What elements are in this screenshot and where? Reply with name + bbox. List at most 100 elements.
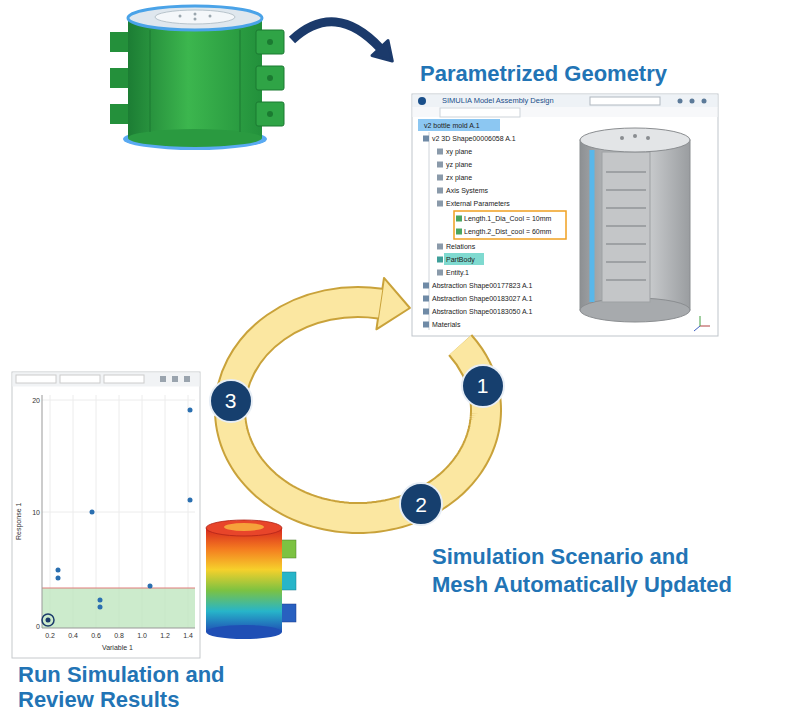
chart-dropdown — [16, 375, 56, 383]
model-top — [580, 128, 690, 152]
result-clamp — [280, 604, 296, 622]
model-ribs — [606, 172, 646, 280]
tree-item: xy plane — [446, 147, 472, 156]
simulation-result-model — [206, 520, 296, 639]
tick-label: 20 — [26, 396, 40, 405]
cycle-band-fill — [433, 399, 486, 497]
tree-item: External Parameters — [446, 199, 510, 208]
tree-item: Abstraction Shape00183050 A.1 — [432, 307, 532, 316]
tree-icon — [423, 296, 429, 302]
screenshot-frame — [412, 94, 718, 336]
tick-label: 1.0 — [132, 631, 152, 640]
tree-item: zx plane — [446, 173, 472, 182]
cycle-band-fill — [230, 302, 380, 410]
model-body — [580, 140, 690, 310]
mold-hole — [209, 15, 212, 18]
mold-top — [128, 6, 262, 30]
toolbar-icon — [678, 99, 683, 104]
tree-item: PartBody — [446, 255, 475, 264]
step-number: 3 — [225, 390, 237, 411]
step-number: 2 — [415, 494, 427, 515]
tab — [440, 108, 520, 117]
tick-label: 1.4 — [178, 631, 198, 640]
tree-item: Abstraction Shape00177823 A.1 — [432, 281, 532, 290]
tick-label: 10 — [26, 508, 40, 517]
tick-label: 1.2 — [155, 631, 175, 640]
tree-selection — [418, 119, 500, 131]
best-point — [46, 618, 51, 623]
tree-item: v2 3D Shape00006058 A.1 — [432, 134, 516, 143]
mold-groove — [149, 30, 151, 132]
chart-icon — [172, 376, 178, 382]
tree-item: v2 bottle mold A.1 — [424, 121, 480, 130]
model-cut-face — [602, 152, 650, 302]
mold-hole — [194, 13, 197, 16]
result-clamp — [280, 572, 296, 590]
tab-bar — [413, 107, 718, 117]
cycle-band-outline — [230, 415, 408, 518]
tree-item: Materials — [432, 320, 460, 329]
data-point — [148, 584, 153, 589]
axis-triad — [694, 316, 710, 331]
result-body — [206, 528, 282, 632]
parameter-item: Length.2_Dist_cool = 60mm — [464, 227, 551, 236]
mold-bolt — [267, 75, 273, 81]
tree-icon — [423, 136, 429, 142]
parameter-item: Length.1_Dia_Cool = 10mm — [464, 214, 551, 223]
step-heading: Parametrized Geometry — [420, 60, 667, 88]
cycle-arrowhead — [376, 278, 410, 329]
mold-hole — [194, 18, 197, 21]
triad-axis — [694, 326, 700, 331]
chart-axes — [42, 395, 195, 628]
feasible-band — [42, 588, 195, 628]
curved-arrow-shaft — [292, 22, 380, 48]
tick-label: 0.4 — [63, 631, 83, 640]
toolbar-icon — [690, 99, 695, 104]
tree-icon — [437, 244, 443, 250]
results-chart — [12, 372, 200, 658]
tick-label: 0 — [28, 622, 40, 631]
best-point-marker — [42, 614, 54, 626]
tree-icon — [437, 149, 443, 155]
mold-clamp — [256, 66, 284, 90]
step-number-circle: 2 — [399, 482, 443, 526]
mold-clamp — [256, 30, 284, 54]
tree-icon — [437, 270, 443, 276]
tree-icon — [437, 201, 443, 207]
data-point — [188, 408, 193, 413]
toolbar-icon — [702, 99, 707, 104]
data-point — [56, 568, 61, 573]
cycle-band-outline — [433, 399, 486, 497]
data-point — [90, 510, 95, 515]
tree-icon — [437, 175, 443, 181]
triad-axis — [700, 316, 701, 326]
app-title: SIMULIA Model Assembly Design — [442, 96, 554, 105]
tree-item: Abstraction Shape00183027 A.1 — [432, 294, 532, 303]
result-top-insert — [224, 523, 264, 531]
step-number-circle: 1 — [461, 364, 505, 408]
tree-item: Relations — [446, 242, 475, 251]
tree-icon — [456, 229, 462, 235]
tree-item: Entity.1 — [446, 268, 469, 277]
cycle-band-segment — [433, 399, 486, 497]
data-point — [98, 598, 103, 603]
data-point — [56, 576, 61, 581]
chart-icon — [184, 376, 190, 382]
result-bottom — [206, 625, 282, 639]
data-point — [98, 605, 103, 610]
tree-item: yz plane — [446, 160, 472, 169]
mold-top-insert — [155, 10, 235, 24]
app-logo — [418, 97, 426, 105]
constraint-line — [42, 588, 195, 589]
chart-dropdown — [104, 375, 144, 383]
mold-bolt — [267, 111, 273, 117]
result-clamp — [280, 540, 296, 558]
tick-label: 0.8 — [109, 631, 129, 640]
axis-title: Response 1 — [14, 503, 23, 540]
cutaway-model — [580, 128, 690, 322]
cycle-band-fill — [230, 415, 408, 518]
tree-item: Axis Systems — [446, 186, 488, 195]
